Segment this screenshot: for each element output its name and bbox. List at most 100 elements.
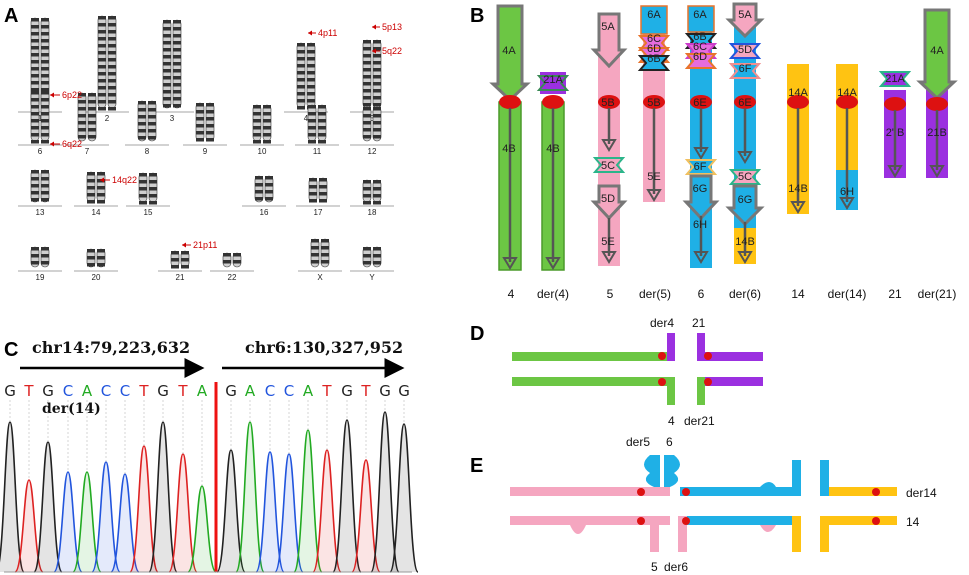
chr6-6A-block xyxy=(687,5,715,33)
chr21-band-2B: 2' B xyxy=(886,127,905,139)
der5-6C-chevron xyxy=(637,35,671,51)
annotation-6q22: 6q22 xyxy=(62,139,82,149)
panel-letter-c: C xyxy=(4,339,18,361)
e-centromere-2 xyxy=(682,488,690,496)
karyotype-chromosome-2: 2 xyxy=(85,15,129,123)
base-call: G xyxy=(379,382,391,400)
trace-peak xyxy=(187,485,217,573)
e-top-yellow xyxy=(829,487,897,496)
panel-letter-e: E xyxy=(470,455,483,477)
e-top-blue xyxy=(680,487,792,496)
chr21-21A-chevron xyxy=(878,71,912,87)
panel-letter-b: B xyxy=(470,5,484,27)
chr5-centromere xyxy=(598,95,620,109)
karyotype-chromosome-X: X xyxy=(298,238,342,282)
trace-peak xyxy=(72,471,102,573)
der5-6B-chevron xyxy=(637,55,671,71)
der21-band-21B: 21B xyxy=(927,127,947,139)
der14-arrow-head xyxy=(839,197,855,210)
karyotype-chromosome-13: 13 xyxy=(18,169,62,217)
panel-letter-a: A xyxy=(4,5,18,27)
e-top-blue-vert1 xyxy=(792,460,801,496)
trace-peak xyxy=(255,451,285,573)
annotation-arrowhead xyxy=(372,48,376,54)
der4-arrow-head xyxy=(545,257,561,270)
trace-peak xyxy=(235,421,265,573)
chr6-band-6C: 6C xyxy=(693,41,707,53)
der4-band-4B: 4B xyxy=(546,143,559,155)
base-call: C xyxy=(284,382,294,400)
e-centromere-5 xyxy=(682,517,690,525)
karyotype-number-X: X xyxy=(317,273,323,282)
d-bottom-green xyxy=(512,377,667,386)
e-bottom-pink-vert2 xyxy=(678,516,687,552)
chr21-arrow-head xyxy=(887,165,903,178)
base-call: G xyxy=(341,382,353,400)
karyotype-chromosome-8: 8 xyxy=(125,100,169,156)
e-centromere-3 xyxy=(872,488,880,496)
chr4-arrow-head xyxy=(502,257,518,270)
e-top-loop-left xyxy=(644,455,660,487)
label-der21: der21 xyxy=(684,414,715,428)
karyotype-chromosome-11: 11 xyxy=(295,104,339,156)
karyotype-number-12: 12 xyxy=(368,147,377,156)
karyotype-chromosome-22: 22 xyxy=(210,252,254,282)
d-centromere-4 xyxy=(704,378,712,386)
karyotype-chromosome-17: 17 xyxy=(296,177,340,217)
chr5-arrow-2-head xyxy=(601,251,617,264)
d-centromere-2 xyxy=(704,352,712,360)
base-call: A xyxy=(303,382,314,400)
der4-band-21A: 21A xyxy=(543,74,563,86)
der14-label: der(14) xyxy=(42,401,101,417)
karyotype-chromosome-6: 6 xyxy=(18,90,62,156)
base-call: T xyxy=(177,382,188,400)
der6-band-5C: 5C xyxy=(738,171,752,183)
chr6-6F-chevron xyxy=(684,159,718,175)
chr-label-der6: der(6) xyxy=(729,287,761,301)
der6-centromere xyxy=(734,95,756,109)
chr-label-4: 4 xyxy=(508,287,515,301)
annotation-arrowhead xyxy=(50,141,54,147)
der6-5A-arrow xyxy=(725,2,765,39)
der5-band-6C: 6C xyxy=(647,33,661,45)
karyotype-chromosome-20: 20 xyxy=(74,248,118,282)
base-call: T xyxy=(321,382,332,400)
label-der5: der5 xyxy=(626,435,650,449)
label-der14: der14 xyxy=(906,486,937,500)
der6-band-6E: 6E xyxy=(738,97,751,109)
base-call: A xyxy=(82,382,93,400)
e-bottom-blue xyxy=(687,516,792,525)
base-call: A xyxy=(245,382,256,400)
der6-band-14B: 14B xyxy=(735,236,755,248)
chr14-centromere xyxy=(787,95,809,109)
karyotype-chromosome-3: 3 xyxy=(150,19,194,123)
chr-label-der5: der(5) xyxy=(639,287,671,301)
annotation-arrowhead xyxy=(182,242,186,248)
annotation-arrowhead xyxy=(100,177,104,183)
chr5-band-5B: 5B xyxy=(601,97,614,109)
karyotype-number-Y: Y xyxy=(369,273,375,282)
karyotype-chromosome-10: 10 xyxy=(240,104,284,156)
karyotype-chromosome-5: 5 xyxy=(350,39,394,123)
e-bottom-pink-loop xyxy=(570,525,586,534)
label-21: 21 xyxy=(692,316,706,330)
der5-band-5B: 5B xyxy=(647,97,660,109)
der4-centromere xyxy=(542,95,564,109)
chr5-5D-arrow xyxy=(590,184,628,221)
karyotype-chromosome-15: 15 xyxy=(126,172,170,217)
trace-peak xyxy=(332,419,362,573)
d-top-purple-stub xyxy=(667,333,675,361)
chr-label-der14: der(14) xyxy=(828,287,867,301)
chr14-band-14A: 14A xyxy=(788,87,808,99)
der14-centromere xyxy=(836,95,858,109)
trace-peak xyxy=(53,471,83,573)
karyotype-chromosome-Y: Y xyxy=(350,246,394,282)
chr6-band-6B: 6B xyxy=(693,31,706,43)
karyotype-number-8: 8 xyxy=(145,147,150,156)
der4-21A-chevron xyxy=(536,75,570,91)
der21-band-4A: 4A xyxy=(930,45,944,57)
annotation-4p11: 4p11 xyxy=(318,28,337,38)
chr6-6D-chevron xyxy=(684,53,718,69)
chr6-arrow-1-head xyxy=(693,147,709,160)
